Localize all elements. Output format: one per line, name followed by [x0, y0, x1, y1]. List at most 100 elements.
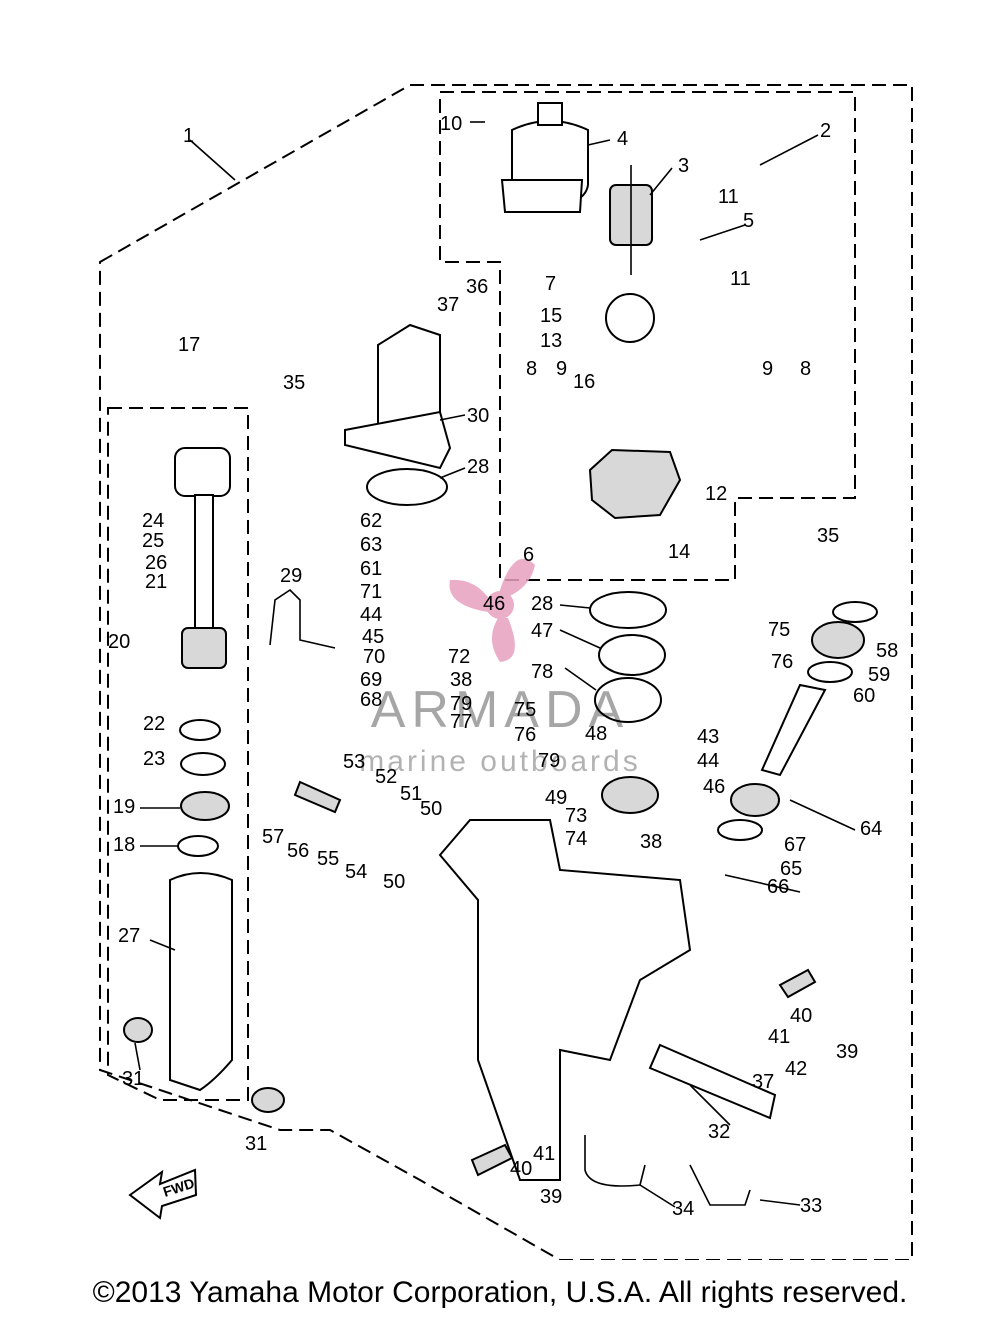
callout-c11a: 11	[718, 186, 739, 208]
callout-c17: 17	[178, 334, 200, 356]
callout-c36: 36	[466, 276, 488, 298]
callout-c75b: 75	[514, 699, 536, 721]
callout-c40a: 40	[790, 1005, 812, 1027]
o-ring-28-upper	[366, 468, 448, 506]
callout-c13: 13	[540, 330, 562, 352]
callout-c21: 21	[145, 571, 167, 593]
callout-c76b: 76	[514, 724, 536, 746]
callout-c2: 2	[820, 120, 831, 142]
callout-c24: 24	[142, 510, 164, 532]
callout-c8b: 8	[800, 358, 811, 380]
callout-c72: 72	[448, 646, 470, 668]
callout-c46a: 46	[483, 593, 505, 615]
callout-c22: 22	[143, 713, 165, 735]
callout-c71: 71	[360, 581, 382, 603]
tilt-rod-assembly-20	[174, 447, 231, 669]
callout-c43: 43	[697, 726, 719, 748]
callout-c60: 60	[853, 685, 875, 707]
callout-c37a: 37	[437, 294, 459, 316]
callout-c10: 10	[440, 113, 462, 135]
callout-c77: 77	[450, 711, 472, 733]
callout-c38b: 38	[640, 831, 662, 853]
cap-67	[730, 783, 780, 817]
seal-23	[180, 752, 226, 776]
callout-c32: 32	[708, 1121, 730, 1143]
callout-c39b: 39	[540, 1186, 562, 1208]
callout-c26: 26	[145, 552, 167, 574]
gear-pump-47	[598, 634, 666, 676]
callout-c68: 68	[360, 689, 382, 711]
callout-c1: 1	[183, 125, 194, 147]
callout-c47: 47	[531, 620, 553, 642]
callout-c49: 49	[545, 787, 567, 809]
callout-c48: 48	[585, 723, 607, 745]
callout-c44b: 44	[697, 750, 719, 772]
copyright-notice: ©2013 Yamaha Motor Corporation, U.S.A. A…	[92, 1276, 908, 1309]
callout-c35b: 35	[817, 525, 839, 547]
callout-c51: 51	[400, 783, 422, 805]
callout-c63: 63	[360, 534, 382, 556]
watermark-title: ARMADA	[370, 681, 630, 739]
callout-c23: 23	[143, 748, 165, 770]
callout-c52: 52	[375, 766, 397, 788]
callout-c41a: 41	[768, 1026, 790, 1048]
callout-c37b: 37	[752, 1071, 774, 1093]
callout-c39a: 39	[836, 1041, 858, 1063]
callout-c28b: 28	[531, 593, 553, 615]
callout-c50a: 50	[420, 798, 442, 820]
callout-c44a: 44	[360, 604, 382, 626]
assembly-2-boundary	[439, 91, 856, 581]
valve-block-49	[601, 776, 659, 814]
callout-c56: 56	[287, 840, 309, 862]
callout-c9b: 9	[762, 358, 773, 380]
cylinder-27	[169, 872, 233, 1092]
ring-65	[717, 819, 763, 841]
o-ring-18	[177, 835, 219, 857]
callout-c8a: 8	[526, 358, 537, 380]
callout-c27: 27	[118, 925, 140, 947]
reservoir-30	[344, 323, 452, 470]
cap-59	[811, 621, 865, 659]
cap-19	[180, 791, 230, 821]
callout-c9a: 9	[556, 358, 567, 380]
callout-c31a: 31	[122, 1068, 144, 1090]
bushing-31-left	[123, 1017, 153, 1043]
callout-c35a: 35	[283, 372, 305, 394]
callout-c78: 78	[531, 661, 553, 683]
callout-c54: 54	[345, 861, 367, 883]
callout-c75a: 75	[768, 619, 790, 641]
leader-lines	[134, 121, 856, 1208]
callout-c74: 74	[565, 828, 587, 850]
valve-55	[293, 780, 342, 814]
shaft-32	[648, 1043, 777, 1120]
armada-propeller-logo-icon	[449, 558, 535, 662]
pipe-29	[269, 588, 336, 649]
callout-c19: 19	[113, 796, 135, 818]
fwd-arrow-icon: FWD	[128, 1168, 198, 1220]
callout-c4: 4	[617, 128, 628, 150]
callout-c3: 3	[678, 155, 689, 177]
callout-c20: 20	[108, 631, 130, 653]
ring-58	[832, 601, 878, 623]
pipe-33	[689, 1164, 751, 1206]
callout-c58: 58	[876, 640, 898, 662]
callout-c42: 42	[785, 1058, 807, 1080]
callout-c69: 69	[360, 669, 382, 691]
callout-c66: 66	[767, 876, 789, 898]
callout-c15: 15	[540, 305, 562, 327]
ring-60	[807, 661, 853, 683]
callout-c41b: 41	[533, 1143, 555, 1165]
callout-c55: 55	[317, 848, 339, 870]
callout-c31b: 31	[245, 1133, 267, 1155]
armature-3	[609, 165, 653, 275]
callout-c30: 30	[467, 405, 489, 427]
valve-39-upper	[778, 968, 817, 999]
callout-c33: 33	[800, 1195, 822, 1217]
motor-housing-4	[500, 102, 589, 213]
motor-base-12	[588, 448, 682, 520]
callout-c64: 64	[860, 818, 882, 840]
trim-body	[438, 819, 692, 1181]
callout-c65: 65	[780, 858, 802, 880]
